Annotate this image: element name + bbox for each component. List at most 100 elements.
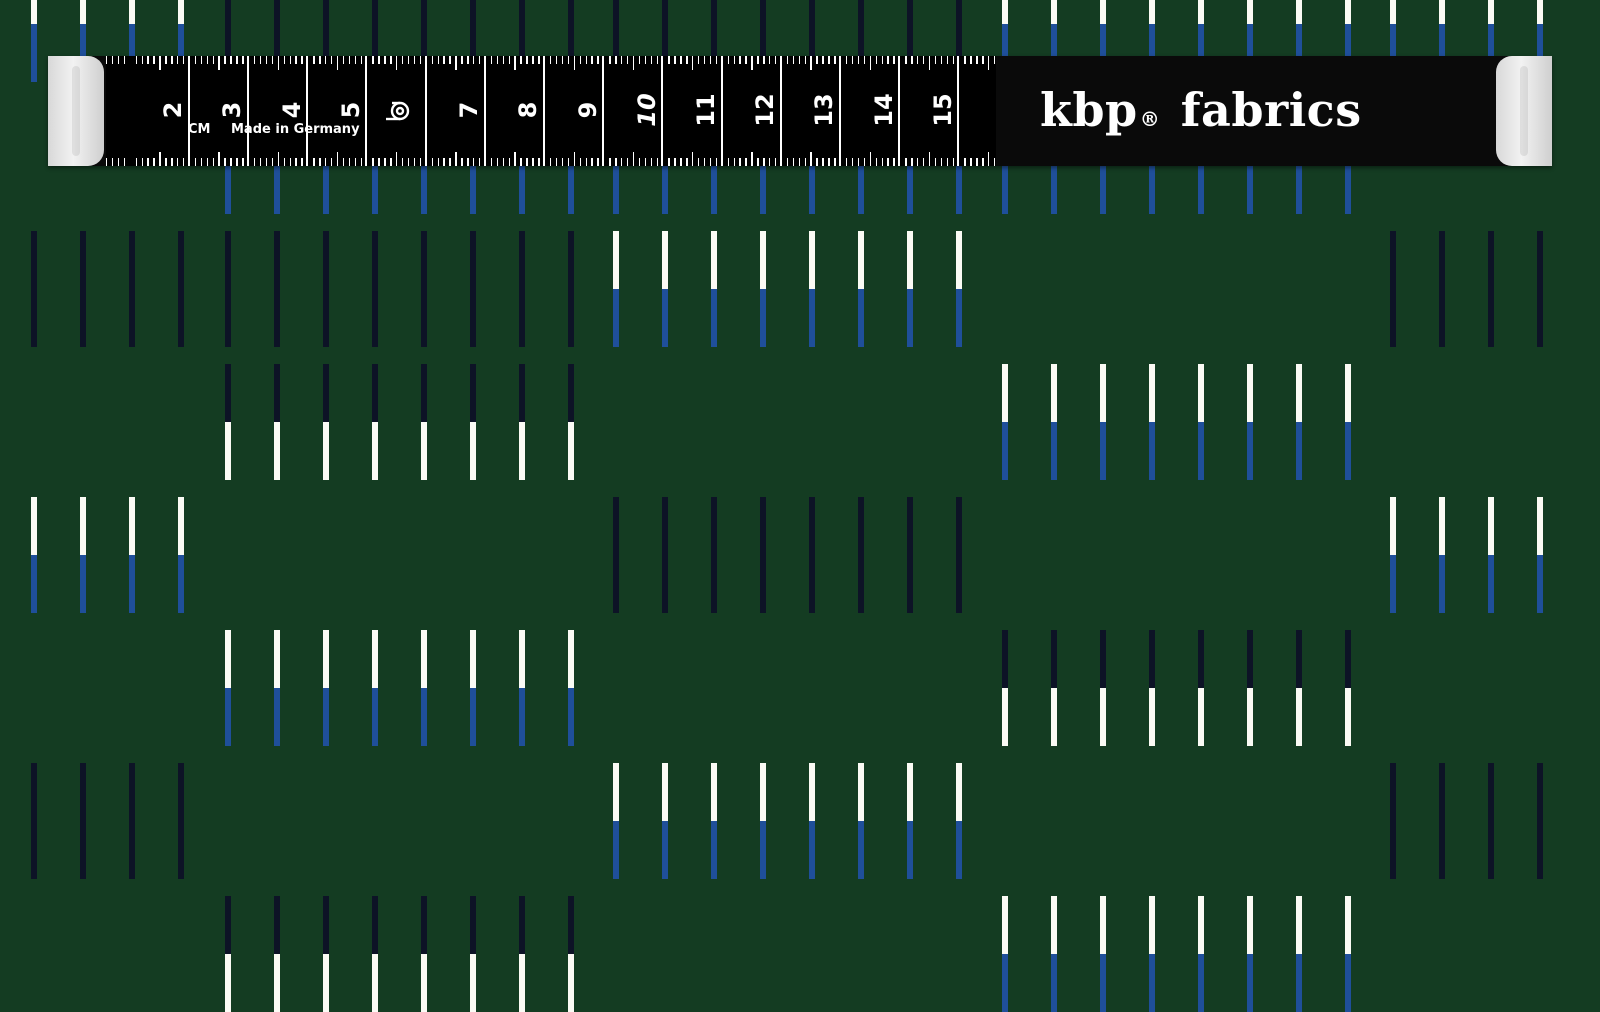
tape-tick [265,56,268,64]
stripe [662,497,668,613]
tape-tick [988,152,990,166]
stripe [1198,630,1204,746]
tape-tick [621,56,623,64]
tape-tick [242,56,244,64]
tape-tick [396,152,398,166]
tape-tick [863,158,866,166]
stripe [1149,364,1155,480]
tape-cm-line [720,56,723,166]
tape-tick [869,56,872,70]
tape-tick [242,158,244,166]
tape-tick [715,56,718,64]
tape-tick [674,158,676,166]
tape-tick [597,56,599,64]
tape-cm-line [424,56,427,166]
stripe [907,497,913,613]
stripe [274,0,280,82]
stripe [760,497,766,613]
stripe [1345,364,1351,480]
tape-tick [946,56,949,64]
tape-tick [573,56,576,70]
tape-made-in-label: Made in Germany [231,122,360,137]
stripe [1439,497,1445,613]
stripe [323,896,329,1012]
stripe [858,497,864,613]
tape-tick [626,56,629,64]
stripe [1345,630,1351,746]
stripe [858,763,864,879]
tape-tick [810,152,812,166]
stripe [613,0,619,82]
stripe [711,0,717,82]
tape-tick [834,56,836,64]
tape-tick [526,158,528,166]
tape-tick [940,56,943,64]
tape-tick [804,158,806,166]
stripe [129,763,135,879]
stripe [225,630,231,746]
tape-tick [194,56,197,64]
tape-tick [538,158,540,166]
tape-tick [319,158,321,166]
stripe [760,0,766,82]
tape-tick [674,56,676,64]
stripe [31,0,37,82]
tape-tick [259,56,262,64]
tape-tick [893,56,895,64]
stripe [274,231,280,347]
tape-tick [579,56,581,64]
tape-tick [846,158,848,166]
tape-tick [982,158,984,166]
tape-tick [319,56,321,64]
tape-cm-line [247,56,250,166]
tape-tick [301,56,303,64]
tape-tick [952,158,954,166]
stripe [1247,364,1253,480]
tape-tick [165,158,167,166]
tape-tick [727,158,729,166]
stripe [1051,0,1057,82]
tape-tick [461,56,463,64]
tape-tick [402,56,404,64]
tape-number: 15 [928,93,957,127]
tape-tick [822,158,824,166]
tape-tick [810,56,812,70]
stripe [31,231,37,347]
tape-tick [727,56,729,64]
stripe [760,231,766,347]
stripe [1488,763,1494,879]
stripe [1488,231,1494,347]
tape-tick [715,158,718,166]
tape-tick [834,158,836,166]
stripe [1149,896,1155,1012]
tape-tick [573,152,576,166]
tape-tick [709,158,712,166]
tape-tick [591,56,593,64]
stripe [568,0,574,82]
tape-tick [490,56,493,64]
tape-tick [378,56,380,64]
tape-tick [283,56,285,64]
tape-tick [407,158,410,166]
stripe [470,231,476,347]
stripe [956,497,962,613]
tape-tick [431,158,433,166]
tape-tick [917,56,919,64]
tape-tick [703,158,706,166]
tape-tick [354,158,357,166]
tape-tick [200,158,203,166]
tape-tick [141,56,143,64]
stripe [470,364,476,480]
tape-tick [638,158,641,166]
tape-tick [792,158,795,166]
stripe [711,231,717,347]
tape-tick [478,56,481,64]
tape-tick [751,152,753,166]
tape-tick [171,56,173,64]
stripe [1100,0,1106,82]
tape-tick [502,158,505,166]
stripe [1345,896,1351,1012]
stripe [1537,497,1543,613]
